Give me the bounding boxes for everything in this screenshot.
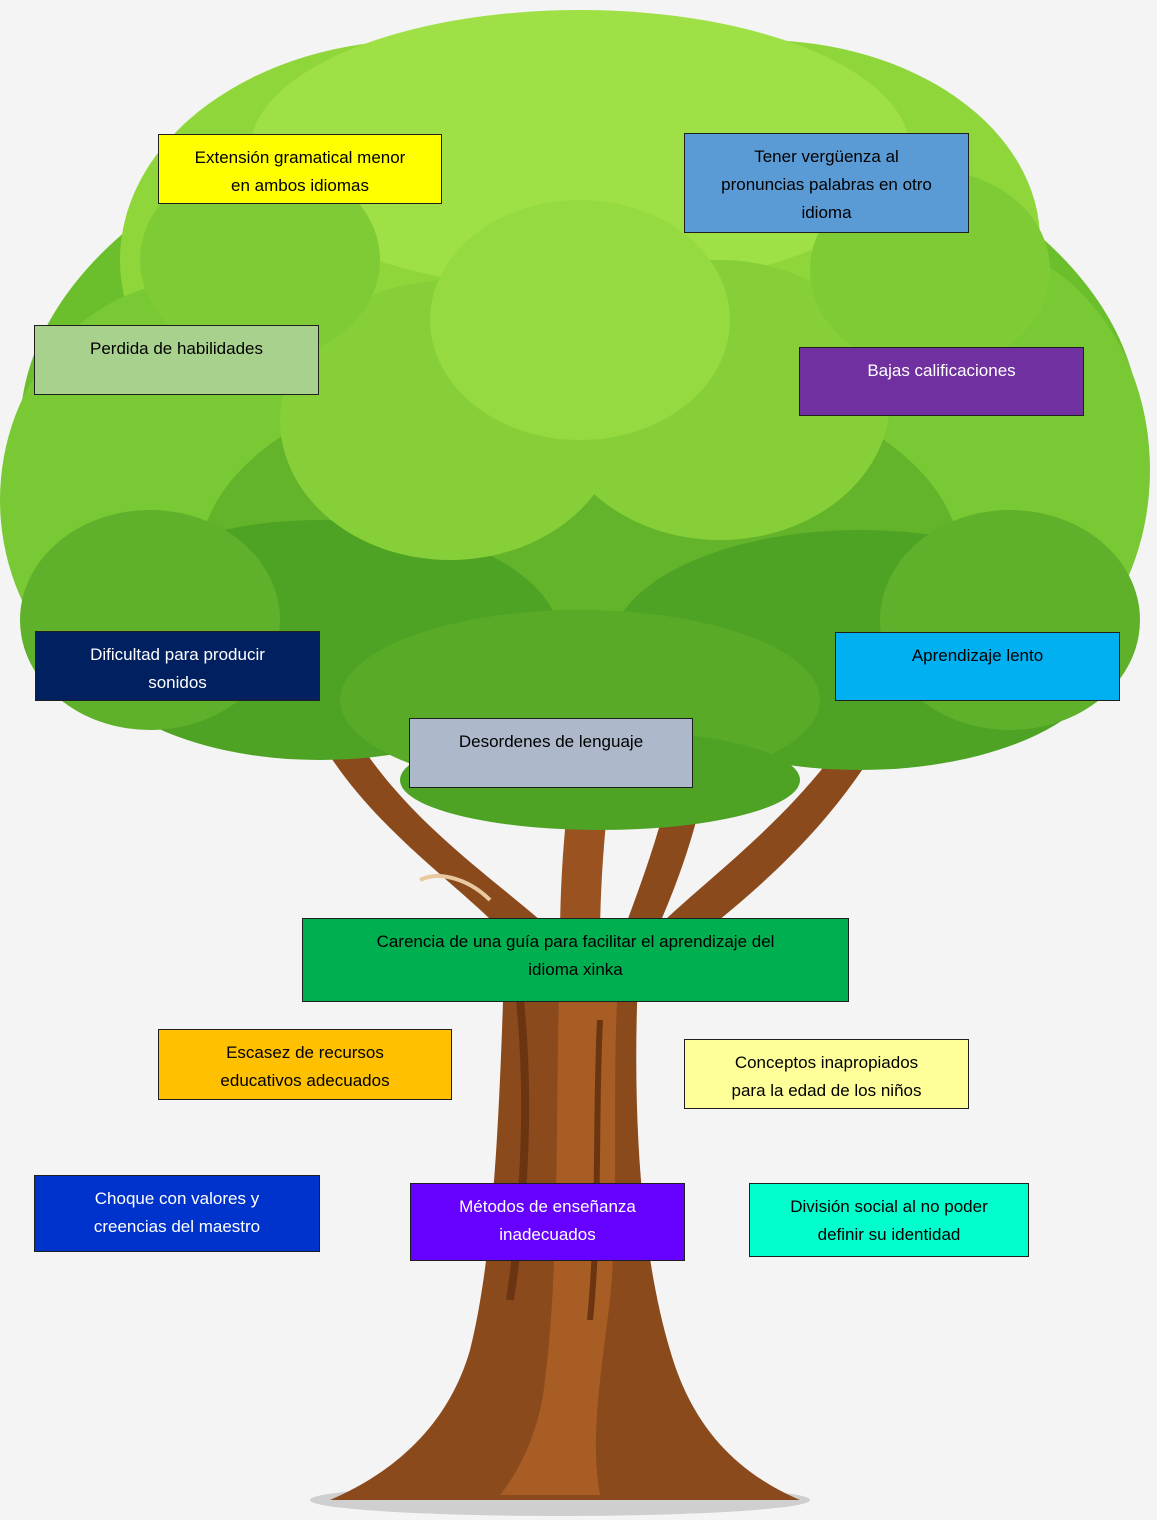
box-choque-valores: Choque con valores y creencias del maest… (34, 1175, 320, 1252)
box-extension-gramatical: Extensión gramatical menor en ambos idio… (158, 134, 442, 204)
box-escasez-recursos: Escasez de recursos educativos adecuados (158, 1029, 452, 1100)
box-perdida-habilidades: Perdida de habilidades (34, 325, 319, 395)
box-carencia-guia: Carencia de una guía para facilitar el a… (302, 918, 849, 1002)
tree-canopy (0, 10, 1150, 830)
box-division-social: División social al no poder definir su i… (749, 1183, 1029, 1257)
box-desordenes-lenguaje: Desordenes de lenguaje (409, 718, 693, 788)
box-metodos-ensenanza: Métodos de enseñanza inadecuados (410, 1183, 685, 1261)
box-bajas-calificaciones: Bajas calificaciones (799, 347, 1084, 416)
box-verguenza: Tener vergüenza al pronuncias palabras e… (684, 133, 969, 233)
box-aprendizaje-lento: Aprendizaje lento (835, 632, 1120, 701)
box-conceptos-inapropiados: Conceptos inapropiados para la edad de l… (684, 1039, 969, 1109)
box-dificultad-sonidos: Dificultad para producir sonidos (35, 631, 320, 701)
